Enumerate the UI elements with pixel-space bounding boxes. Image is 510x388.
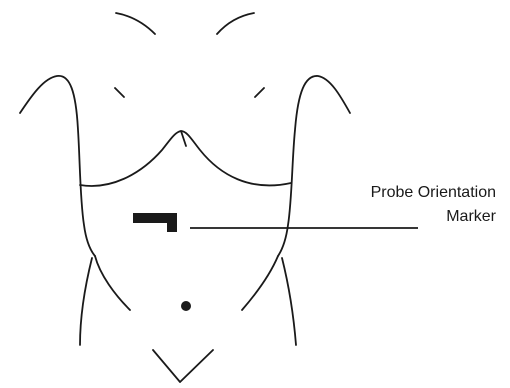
left-hip-outline	[80, 256, 130, 345]
label-line-2: Marker	[296, 205, 496, 229]
rib-cage-outline	[80, 131, 291, 186]
right-chest-mark	[255, 88, 264, 97]
left-arm-outline	[20, 76, 95, 256]
label-line-1: Probe Orientation	[296, 181, 496, 205]
probe-marker-tab	[167, 213, 177, 232]
right-hip-outline	[242, 256, 296, 345]
left-clavicle	[116, 13, 155, 34]
right-clavicle	[217, 13, 254, 34]
navel-dot	[181, 301, 191, 311]
probe-orientation-marker-label: Probe Orientation Marker	[296, 181, 496, 229]
groin-outline	[153, 350, 213, 382]
left-chest-mark	[115, 88, 124, 97]
